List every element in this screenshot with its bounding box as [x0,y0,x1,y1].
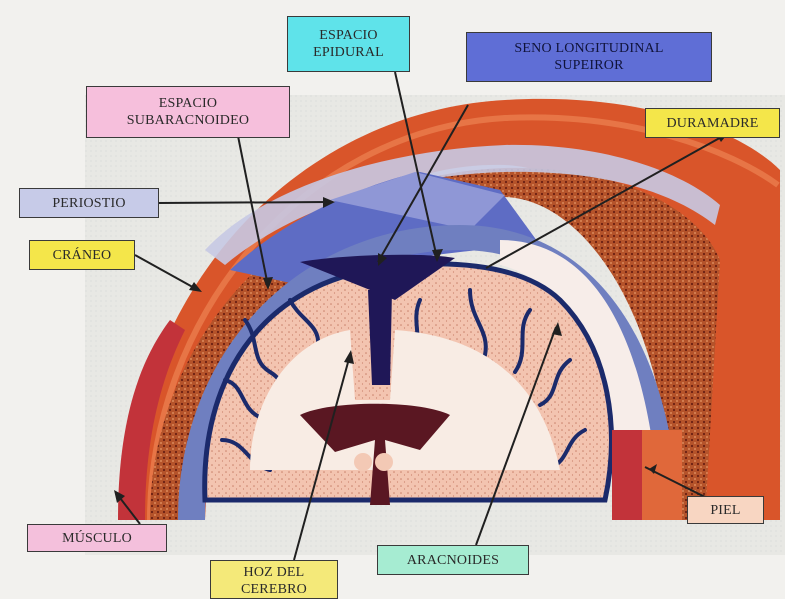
label-hoz-del-cerebro: HOZ DEL CEREBRO [210,560,338,599]
label-duramadre: DURAMADRE [645,108,780,138]
skin-strip [612,430,642,520]
label-aracnoides: ARACNOIDES [377,545,529,575]
label-piel: PIEL [687,496,764,524]
label-musculo: MÚSCULO [27,524,167,552]
label-espacio-epidural: ESPACIO EPIDURAL [287,16,410,72]
label-seno-longitudinal-superior: SENO LONGITUDINAL SUPEIROR [466,32,712,82]
label-periostio: PERIOSTIO [19,188,159,218]
label-espacio-subaracnoideo: ESPACIO SUBARACNOIDEO [86,86,290,138]
label-craneo: CRÁNEO [29,240,135,270]
falx-cerebri [368,290,392,385]
